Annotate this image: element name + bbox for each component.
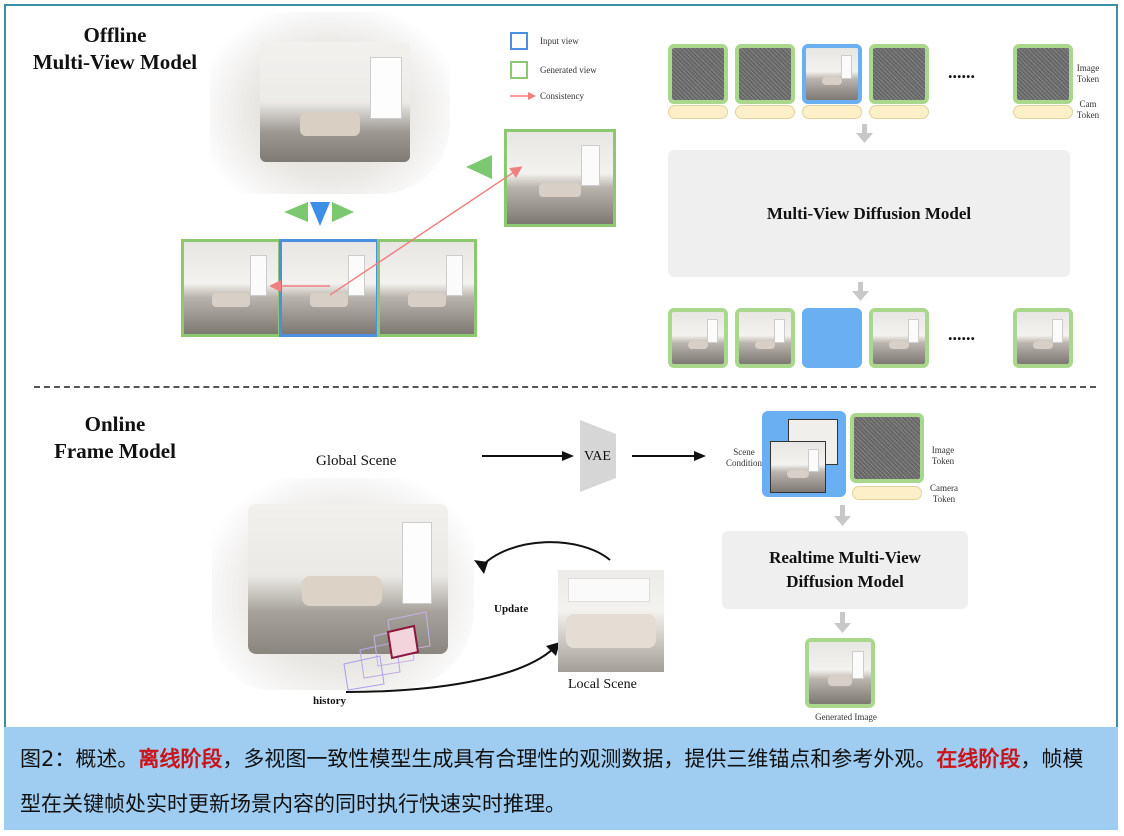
- scene-condition-label: Scene Condition: [725, 447, 762, 468]
- bottom-ellipsis: ......: [948, 324, 975, 344]
- global-point-cloud: [212, 478, 474, 690]
- cam-token-3: [802, 105, 862, 119]
- image-token-1: [668, 44, 728, 104]
- figure-caption: 图2：概述。离线阶段，多视图一致性模型生成具有合理性的观测数据，提供三维锚点和参…: [4, 727, 1118, 830]
- online-title-line1: Online: [84, 412, 146, 436]
- cam-token-label: Cam Token: [1076, 99, 1100, 120]
- caption-online-stage: 在线阶段: [936, 747, 1021, 771]
- caption-offline-text: ，多视图一致性模型生成具有合理性的观测数据，提供三维锚点和参考外观。: [222, 747, 937, 771]
- output-view-2: [735, 308, 795, 368]
- top-ellipsis: ......: [948, 62, 975, 82]
- generated-view-left: [181, 239, 281, 337]
- online-title: Online Frame Model: [30, 411, 200, 465]
- arrow-to-generated-image: [834, 612, 851, 633]
- local-scene-label: Local Scene: [568, 677, 637, 692]
- output-input-slot: [802, 308, 862, 368]
- caption-prefix: 图2：概述。: [20, 747, 139, 771]
- multi-view-diffusion-label: Multi-View Diffusion Model: [766, 204, 972, 223]
- cam-token-1: [668, 105, 728, 119]
- legend-generated-swatch: [510, 61, 528, 79]
- caption-offline-stage: 离线阶段: [138, 747, 223, 771]
- legend-input-label: Input view: [540, 36, 579, 46]
- section-separator: [34, 386, 1096, 388]
- history-camera-frustums: [343, 611, 431, 691]
- arrow-to-realtime-diffusion: [834, 505, 851, 526]
- arrow-to-vae: [482, 451, 574, 461]
- scene-condition-block: [762, 411, 846, 497]
- online-image-token-label: Image Token: [931, 445, 955, 466]
- legend: Input view Generated view Consistency: [510, 32, 630, 112]
- offline-title: Offline Multi-View Model: [20, 22, 210, 76]
- offline-point-cloud: [210, 12, 450, 194]
- image-token-n: [1013, 44, 1073, 104]
- image-token-4: [869, 44, 929, 104]
- cam-token-4: [869, 105, 929, 119]
- online-title-line2: Frame Model: [54, 439, 176, 463]
- view-direction-triangles: [284, 202, 354, 226]
- vae-block: [580, 420, 616, 492]
- realtime-diffusion-line2: Diffusion Model: [786, 572, 904, 591]
- arrow-from-vae: [632, 451, 706, 461]
- offline-title-line1: Offline: [83, 23, 147, 47]
- legend-consistency-label: Consistency: [540, 91, 584, 101]
- history-label: history: [313, 695, 346, 707]
- caption-online-text: ，帧模型在关键帧处实时更新场景内容的同时执行快速实时推理。: [20, 747, 1084, 816]
- image-token-input: [802, 44, 862, 104]
- online-camera-token-label: Camera Token: [930, 483, 958, 504]
- generated-image-label: Generated Image: [815, 712, 877, 722]
- history-arrow: [345, 642, 560, 693]
- offline-title-line2: Multi-View Model: [32, 50, 198, 74]
- vae-label: VAE: [584, 449, 611, 464]
- online-camera-token: [852, 486, 922, 500]
- view-strip: [181, 239, 477, 337]
- update-label: Update: [494, 603, 529, 615]
- image-token-2: [735, 44, 795, 104]
- multi-view-diffusion-model: Multi-View Diffusion Model: [668, 150, 1070, 277]
- global-scene-label: Global Scene: [316, 453, 397, 469]
- cam-token-n: [1013, 105, 1073, 119]
- legend-input-swatch: [510, 32, 528, 50]
- arrow-to-diffusion: [856, 124, 873, 143]
- generated-view-side: [504, 129, 616, 227]
- output-view-1: [668, 308, 728, 368]
- arrow-from-diffusion: [852, 282, 869, 301]
- online-image-token: [850, 413, 924, 483]
- generated-image: [805, 638, 875, 708]
- consistency-arrows: [270, 166, 523, 296]
- legend-generated-label: Generated view: [540, 65, 597, 75]
- generated-view-right: [377, 239, 477, 337]
- side-view-triangle: [466, 155, 492, 179]
- update-arrow: [474, 541, 611, 574]
- output-view-n: [1013, 308, 1073, 368]
- legend-consistency-arrow: [510, 92, 536, 100]
- output-view-4: [869, 308, 929, 368]
- image-token-label: Image Token: [1076, 63, 1100, 84]
- realtime-diffusion-model: Realtime Multi-View Diffusion Model: [722, 531, 968, 609]
- realtime-diffusion-line1: Realtime Multi-View: [769, 548, 921, 567]
- cam-token-2: [735, 105, 795, 119]
- local-scene: [558, 570, 664, 672]
